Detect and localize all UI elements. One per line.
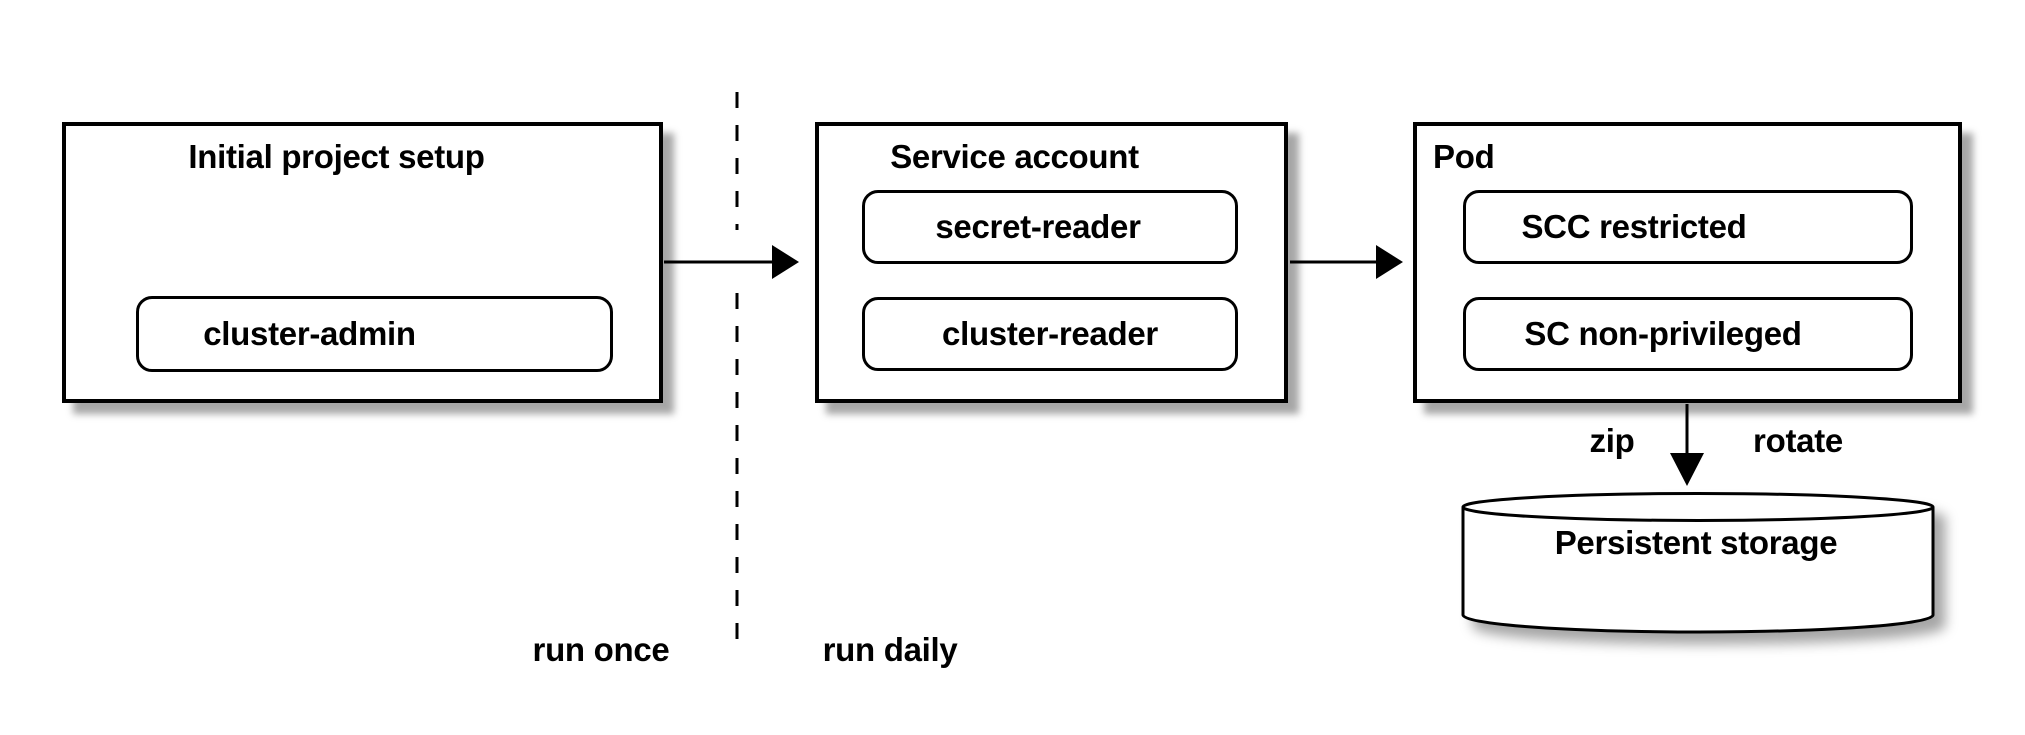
phase-run-daily-label: run daily [822, 631, 958, 668]
cluster-reader-label: cluster-reader [942, 315, 1158, 352]
service-account-title: Service account [890, 138, 1139, 175]
scc-restricted-label: SCC restricted [1521, 208, 1747, 245]
arrow-service-to-pod-head [1376, 245, 1403, 279]
secret-reader-pill: secret-reader [862, 190, 1238, 264]
sc-non-privileged-pill: SC non-privileged [1463, 297, 1913, 371]
cluster-reader-pill: cluster-reader [862, 297, 1238, 371]
cluster-admin-label: cluster-admin [203, 315, 416, 352]
storage-cylinder [1461, 492, 1935, 634]
initial-setup-box: Initial project setup cluster-admin [62, 122, 663, 403]
storage-cylinder-top [1461, 492, 1935, 522]
initial-setup-title: Initial project setup [188, 138, 485, 175]
sc-non-privileged-label: SC non-privileged [1524, 315, 1802, 352]
scc-restricted-pill: SCC restricted [1463, 190, 1913, 264]
pod-box: Pod SCC restricted SC non-privileged [1413, 122, 1962, 403]
arrow-setup-to-service-head [772, 245, 799, 279]
cluster-admin-pill: cluster-admin [136, 296, 613, 372]
pod-title: Pod [1433, 138, 1495, 175]
service-account-box: Service account secret-reader cluster-re… [815, 122, 1288, 403]
arrow-pod-to-storage-head [1670, 453, 1704, 486]
storage-cylinder-body [1461, 507, 1935, 634]
zip-edge-label: zip [1589, 422, 1635, 459]
secret-reader-label: secret-reader [935, 208, 1141, 245]
phase-run-once-label: run once [532, 631, 670, 668]
rotate-edge-label: rotate [1753, 422, 1843, 459]
persistent-storage-label: Persistent storage [1554, 524, 1838, 561]
